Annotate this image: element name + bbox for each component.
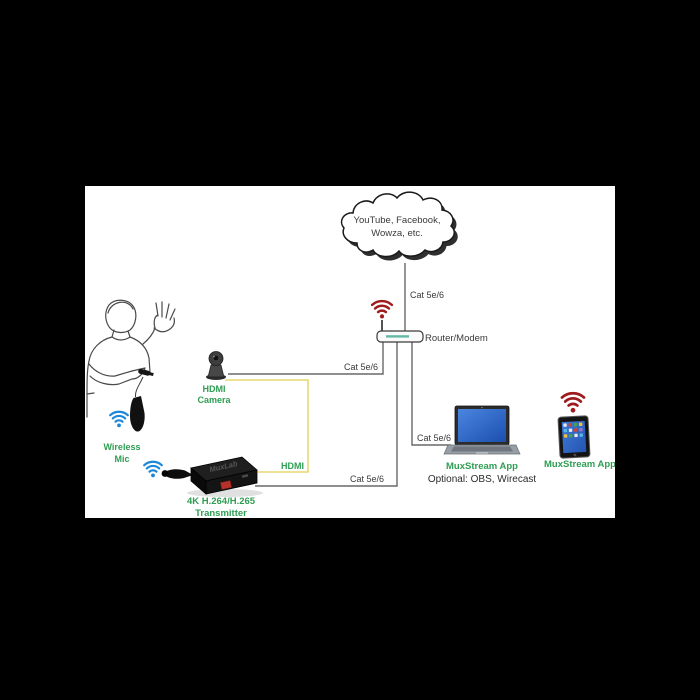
tablet-app-icons [563,422,583,438]
cables [225,263,451,487]
hdmi-camera-device [206,351,226,380]
mic-wifi-icon [109,410,129,428]
cable-router-laptop [411,336,451,446]
mic-cable [134,376,144,398]
laptop-app-label: MuxStream App [446,461,518,472]
transmitter-wifi-dot [151,473,155,478]
wireless-mic-label-line1: Wireless [104,442,141,452]
laptop-device [443,405,521,455]
transmitter-led-display [220,480,232,490]
wireless-mic-device [130,396,145,432]
tablet-wifi-dot [570,407,576,413]
camera-label-line1: HDMI [203,384,226,394]
transmitter-label-line1: 4K H.264/H.265 [187,496,256,507]
router-device [376,320,424,343]
camera-label-line2: Camera [197,395,231,405]
diagram-svg: Cat 5e/6 Cat 5e/6 Cat 5e/6 Cat 5e/6 HDMI… [86,191,615,519]
router-led-strip [386,335,409,338]
cable-label-hdmi: HDMI [281,461,304,471]
diagram-slide: Cat 5e/6 Cat 5e/6 Cat 5e/6 Cat 5e/6 HDMI… [85,186,615,519]
cloud-services-line2: Wowza, etc. [371,228,423,239]
transmitter-label-line2: Transmitter [195,508,247,519]
lavalier-mic [138,368,154,377]
mic-wifi-dot [117,423,121,428]
wireless-mic-label-line2: Mic [114,454,129,464]
tablet-wifi-icon [560,391,586,413]
cloud-services-line1: YouTube, Facebook, [354,215,441,226]
cable-camera-router [228,336,384,375]
cloud-shape [340,191,455,258]
tablet-app-label: MuxStream App [544,459,615,470]
cable-label-laptop: Cat 5e/6 [417,433,451,443]
transmitter-antenna [164,469,193,479]
tablet-home-button [573,453,577,457]
laptop-screen [458,409,506,442]
cable-transmitter-router [255,336,398,487]
internet-cloud: YouTube, Facebook, Wowza, etc. [340,191,458,261]
cable-label-transmitter: Cat 5e/6 [350,474,384,484]
cable-label-internet: Cat 5e/6 [410,290,444,300]
tablet-device [557,415,591,459]
presenter-illustration [86,299,176,418]
cable-hdmi-camera-transmitter [225,379,309,473]
router-wifi-icon [370,299,394,319]
laptop-optional-label: Optional: OBS, Wirecast [428,474,537,485]
cable-label-camera: Cat 5e/6 [344,362,378,372]
router-wifi-dot [379,314,385,319]
transmitter-wifi-icon [143,460,163,478]
transmitter-device: MuxLab [161,456,263,497]
router-label: Router/Modem [425,333,488,344]
